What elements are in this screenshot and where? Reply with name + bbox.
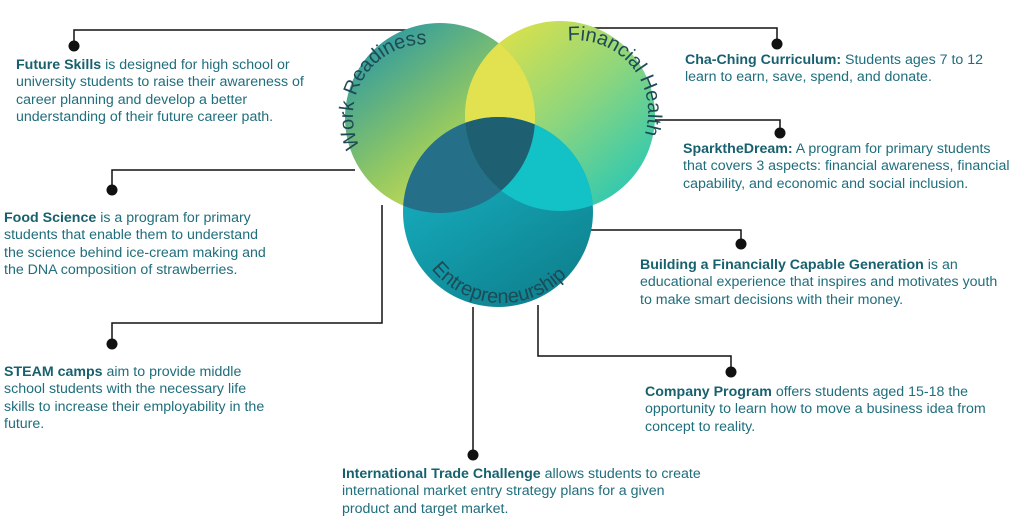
company-program-text: offers students aged 15-18 the opportuni… <box>645 384 986 435</box>
steam-camps-description: STEAM camps aim to provide middle school… <box>4 364 276 434</box>
food-science-text: is a program for primary students that e… <box>4 210 266 279</box>
international-trade-name: International Trade Challenge <box>342 466 541 482</box>
cha-ching-dot <box>771 38 783 50</box>
financially-capable-name: Building a Financially Capable Generatio… <box>640 257 924 273</box>
financially-capable-description: Building a Financially Capable Generatio… <box>640 257 1010 309</box>
company-program-description: Company Program offers students aged 15-… <box>645 384 1010 436</box>
steam-camps-text: aim to provide middle school students wi… <box>4 364 265 433</box>
cha-ching-name: Cha-Ching Curriculum: <box>685 52 842 68</box>
connector-dots <box>68 38 786 461</box>
international-trade-description: International Trade Challenge allows stu… <box>342 466 712 518</box>
future-skills-description: Future Skills is designed for high schoo… <box>16 57 316 127</box>
company-program-dot <box>725 366 737 378</box>
spark-the-dream-description: SparktheDream: A program for primary stu… <box>683 141 1013 193</box>
international-trade-text: allows students to create international … <box>342 466 701 517</box>
food-science-dot <box>106 184 118 196</box>
financially-capable-dot <box>735 238 747 250</box>
future-skills-name: Future Skills <box>16 57 102 73</box>
steam-camps-dot <box>106 338 118 350</box>
international-trade-dot <box>467 449 479 461</box>
food-science-name: Food Science <box>4 210 97 226</box>
future-skills-dot <box>68 40 80 52</box>
company-program-name: Company Program <box>645 384 772 400</box>
cha-ching-text: Students ages 7 to 12 learn to earn, sav… <box>685 52 984 86</box>
cha-ching-description: Cha-Ching Curriculum: Students ages 7 to… <box>685 52 1015 87</box>
spark-the-dream-dot <box>774 127 786 139</box>
food-science-description: Food Science is a program for primary st… <box>4 210 266 280</box>
overlap-financial-entrepreneurship <box>465 117 593 211</box>
spark-the-dream-text: A program for primary students that cove… <box>683 141 1010 192</box>
future-skills-text: is designed for high school or universit… <box>16 57 304 126</box>
financially-capable-text: is an educational experience that inspir… <box>640 257 998 308</box>
spark-the-dream-name: SparktheDream: <box>683 141 793 157</box>
steam-camps-name: STEAM camps <box>4 364 103 380</box>
